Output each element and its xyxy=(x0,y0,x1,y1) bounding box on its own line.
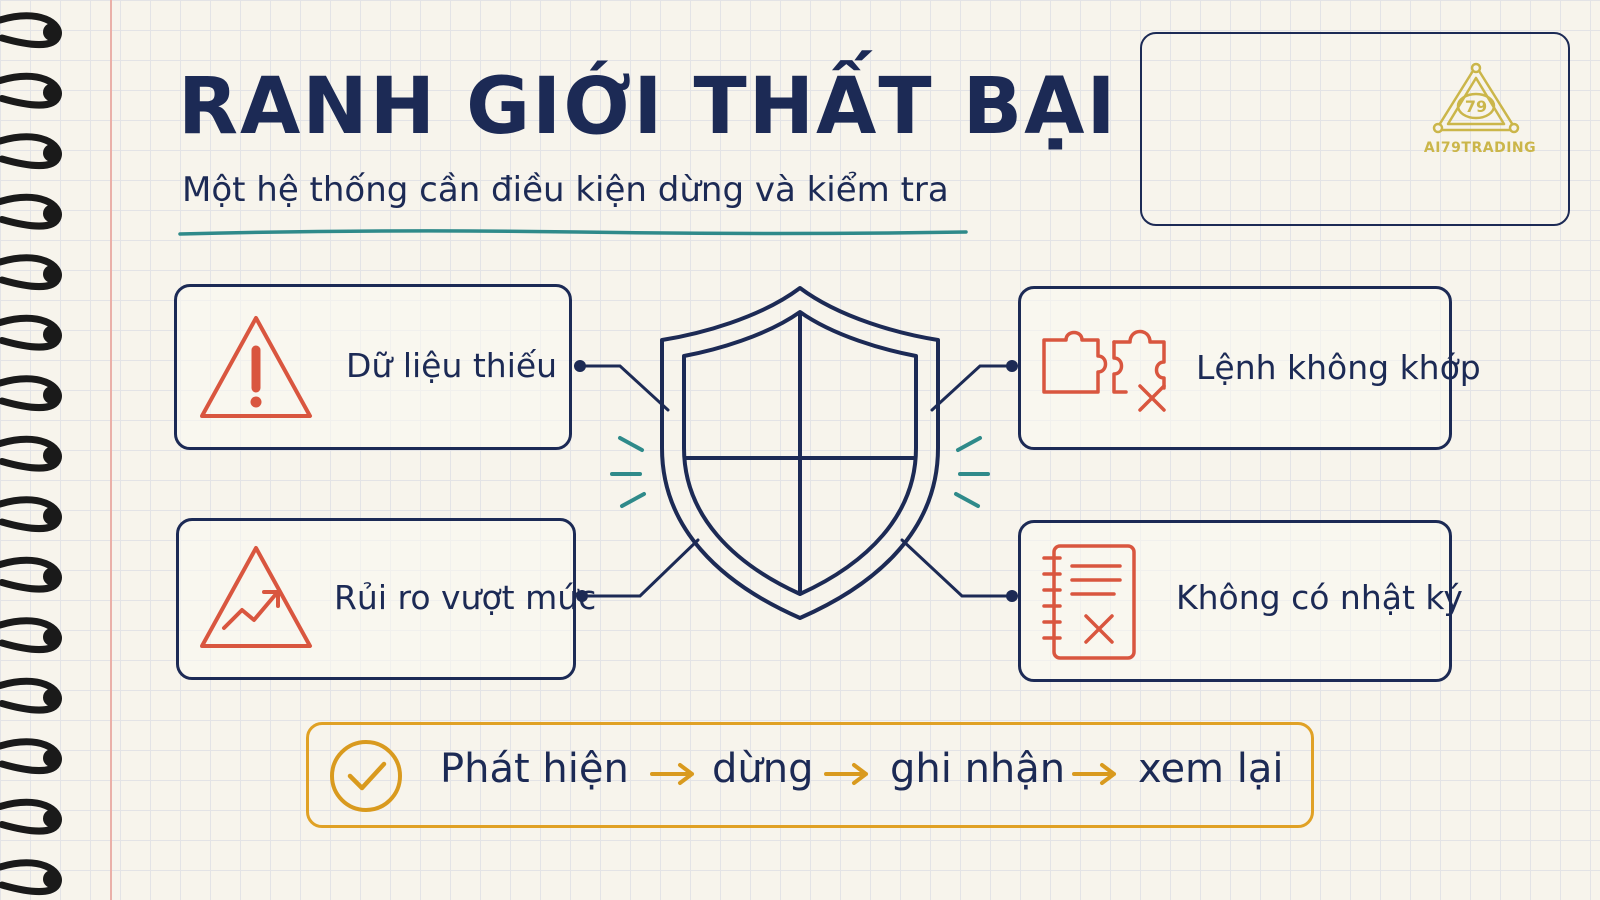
arrow-right-icon xyxy=(824,763,868,785)
arrow-right-icon xyxy=(650,763,694,785)
margin-line xyxy=(110,0,112,900)
warning-triangle-icon xyxy=(200,316,312,418)
card-missing-data xyxy=(174,284,572,450)
mismatched-puzzle-icon xyxy=(1042,329,1166,412)
flow-step-review: xem lại xyxy=(1138,746,1284,792)
card-unmatched-order xyxy=(1018,286,1452,450)
rising-risk-triangle-icon xyxy=(200,546,312,648)
flow-step-record: ghi nhận xyxy=(890,746,1066,792)
logo-frame xyxy=(1140,32,1570,226)
card-excess-risk xyxy=(176,518,576,680)
flow-step-detect: Phát hiện xyxy=(440,746,629,792)
logo-badge: 79 xyxy=(1465,97,1487,116)
card-label-excess-risk: Rủi ro vượt mức xyxy=(334,578,597,617)
process-banner xyxy=(306,722,1314,828)
shield-icon xyxy=(660,286,940,620)
check-circle-icon xyxy=(330,740,402,812)
subtitle-underline xyxy=(178,229,968,236)
logo-triangle-icon: 79 xyxy=(1432,62,1520,134)
crossed-notebook-icon xyxy=(1042,544,1136,660)
card-label-missing-data: Dữ liệu thiếu xyxy=(346,346,558,385)
logo-text: AI79TRADING xyxy=(1423,140,1537,156)
spiral-binding xyxy=(0,12,62,895)
signal-marks xyxy=(610,436,990,508)
page-subtitle: Một hệ thống cần điều kiện dừng và kiểm … xyxy=(182,170,949,210)
arrow-right-icon xyxy=(1072,763,1116,785)
page-title: RANH GIỚI THẤT BẠI xyxy=(178,62,1118,152)
card-label-unmatched-order: Lệnh không khớp xyxy=(1196,348,1481,387)
flow-step-stop: dừng xyxy=(712,746,814,792)
card-label-no-log: Không có nhật ký xyxy=(1176,578,1463,617)
